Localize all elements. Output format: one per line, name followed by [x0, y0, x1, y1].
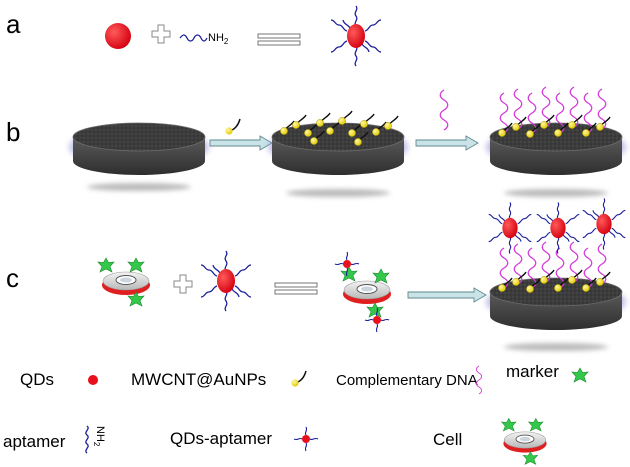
row-c-cell-bound — [334, 251, 392, 333]
legend-aptamer-label: aptamer — [3, 432, 66, 451]
legend-qds-aptamer-icon — [293, 426, 319, 452]
legend-qds-icon — [88, 375, 98, 385]
row-label-b: b — [6, 117, 20, 147]
row-a-qd-aptamer — [330, 5, 382, 67]
row-c-cell — [97, 257, 151, 307]
row-c-plus-sign — [173, 274, 193, 294]
row-a-equals-sign — [257, 33, 301, 46]
legend-cell-label: Cell — [433, 430, 462, 449]
row-a-qd — [105, 23, 131, 49]
row-b-electrode-dna — [486, 86, 626, 175]
legend-mwcnt-label: MWCNT@AuNPs — [131, 370, 266, 389]
row-c-qd-aptamer — [200, 250, 252, 312]
row-a-aptamer: NH2 — [179, 32, 229, 46]
svg-text:NH2: NH2 — [208, 32, 229, 46]
row-label-c: c — [6, 263, 19, 293]
legend-marker-label: marker — [506, 362, 559, 381]
legend-aptamer-nh2-sub: 2 — [92, 442, 101, 447]
row-c-electrode-final — [486, 197, 626, 331]
row-b-shadow-2 — [286, 189, 390, 197]
legend-qds-aptamer-label: QDs-aptamer — [170, 429, 272, 448]
row-c-equals-sign — [274, 282, 318, 295]
legend: QDs MWCNT@AuNPs Complementary DNA marker… — [3, 362, 589, 465]
legend-marker-icon — [571, 367, 589, 383]
row-a-plus-sign — [151, 24, 171, 44]
legend-aptamer-icon: NH2 — [85, 425, 106, 454]
row-b-bare-electrode — [69, 123, 209, 175]
legend-complementary-dna-label: Complementary DNA — [336, 372, 478, 389]
row-b-arrow-2 — [415, 135, 479, 151]
row-c-shadow — [504, 343, 608, 351]
row-b-shadow-3 — [504, 189, 608, 197]
legend-qds-label: QDs — [20, 370, 54, 389]
svg-text:NH2: NH2 — [92, 426, 106, 447]
row-b-complementary-dna — [439, 89, 449, 131]
row-b-mwcnt-aunp — [225, 118, 241, 135]
row-c-arrow — [407, 287, 487, 303]
legend-aptamer-nh2: NH — [94, 426, 106, 442]
row-label-a: a — [6, 9, 21, 39]
legend-cell-icon — [501, 418, 548, 465]
row-b-electrode-aunps — [268, 110, 408, 175]
nh2-subscript: 2 — [224, 37, 229, 46]
row-b-arrow-1 — [209, 135, 273, 151]
nh2-label: NH — [208, 32, 224, 44]
legend-mwcnt-icon — [291, 370, 307, 387]
row-b-shadow-1 — [87, 183, 191, 191]
